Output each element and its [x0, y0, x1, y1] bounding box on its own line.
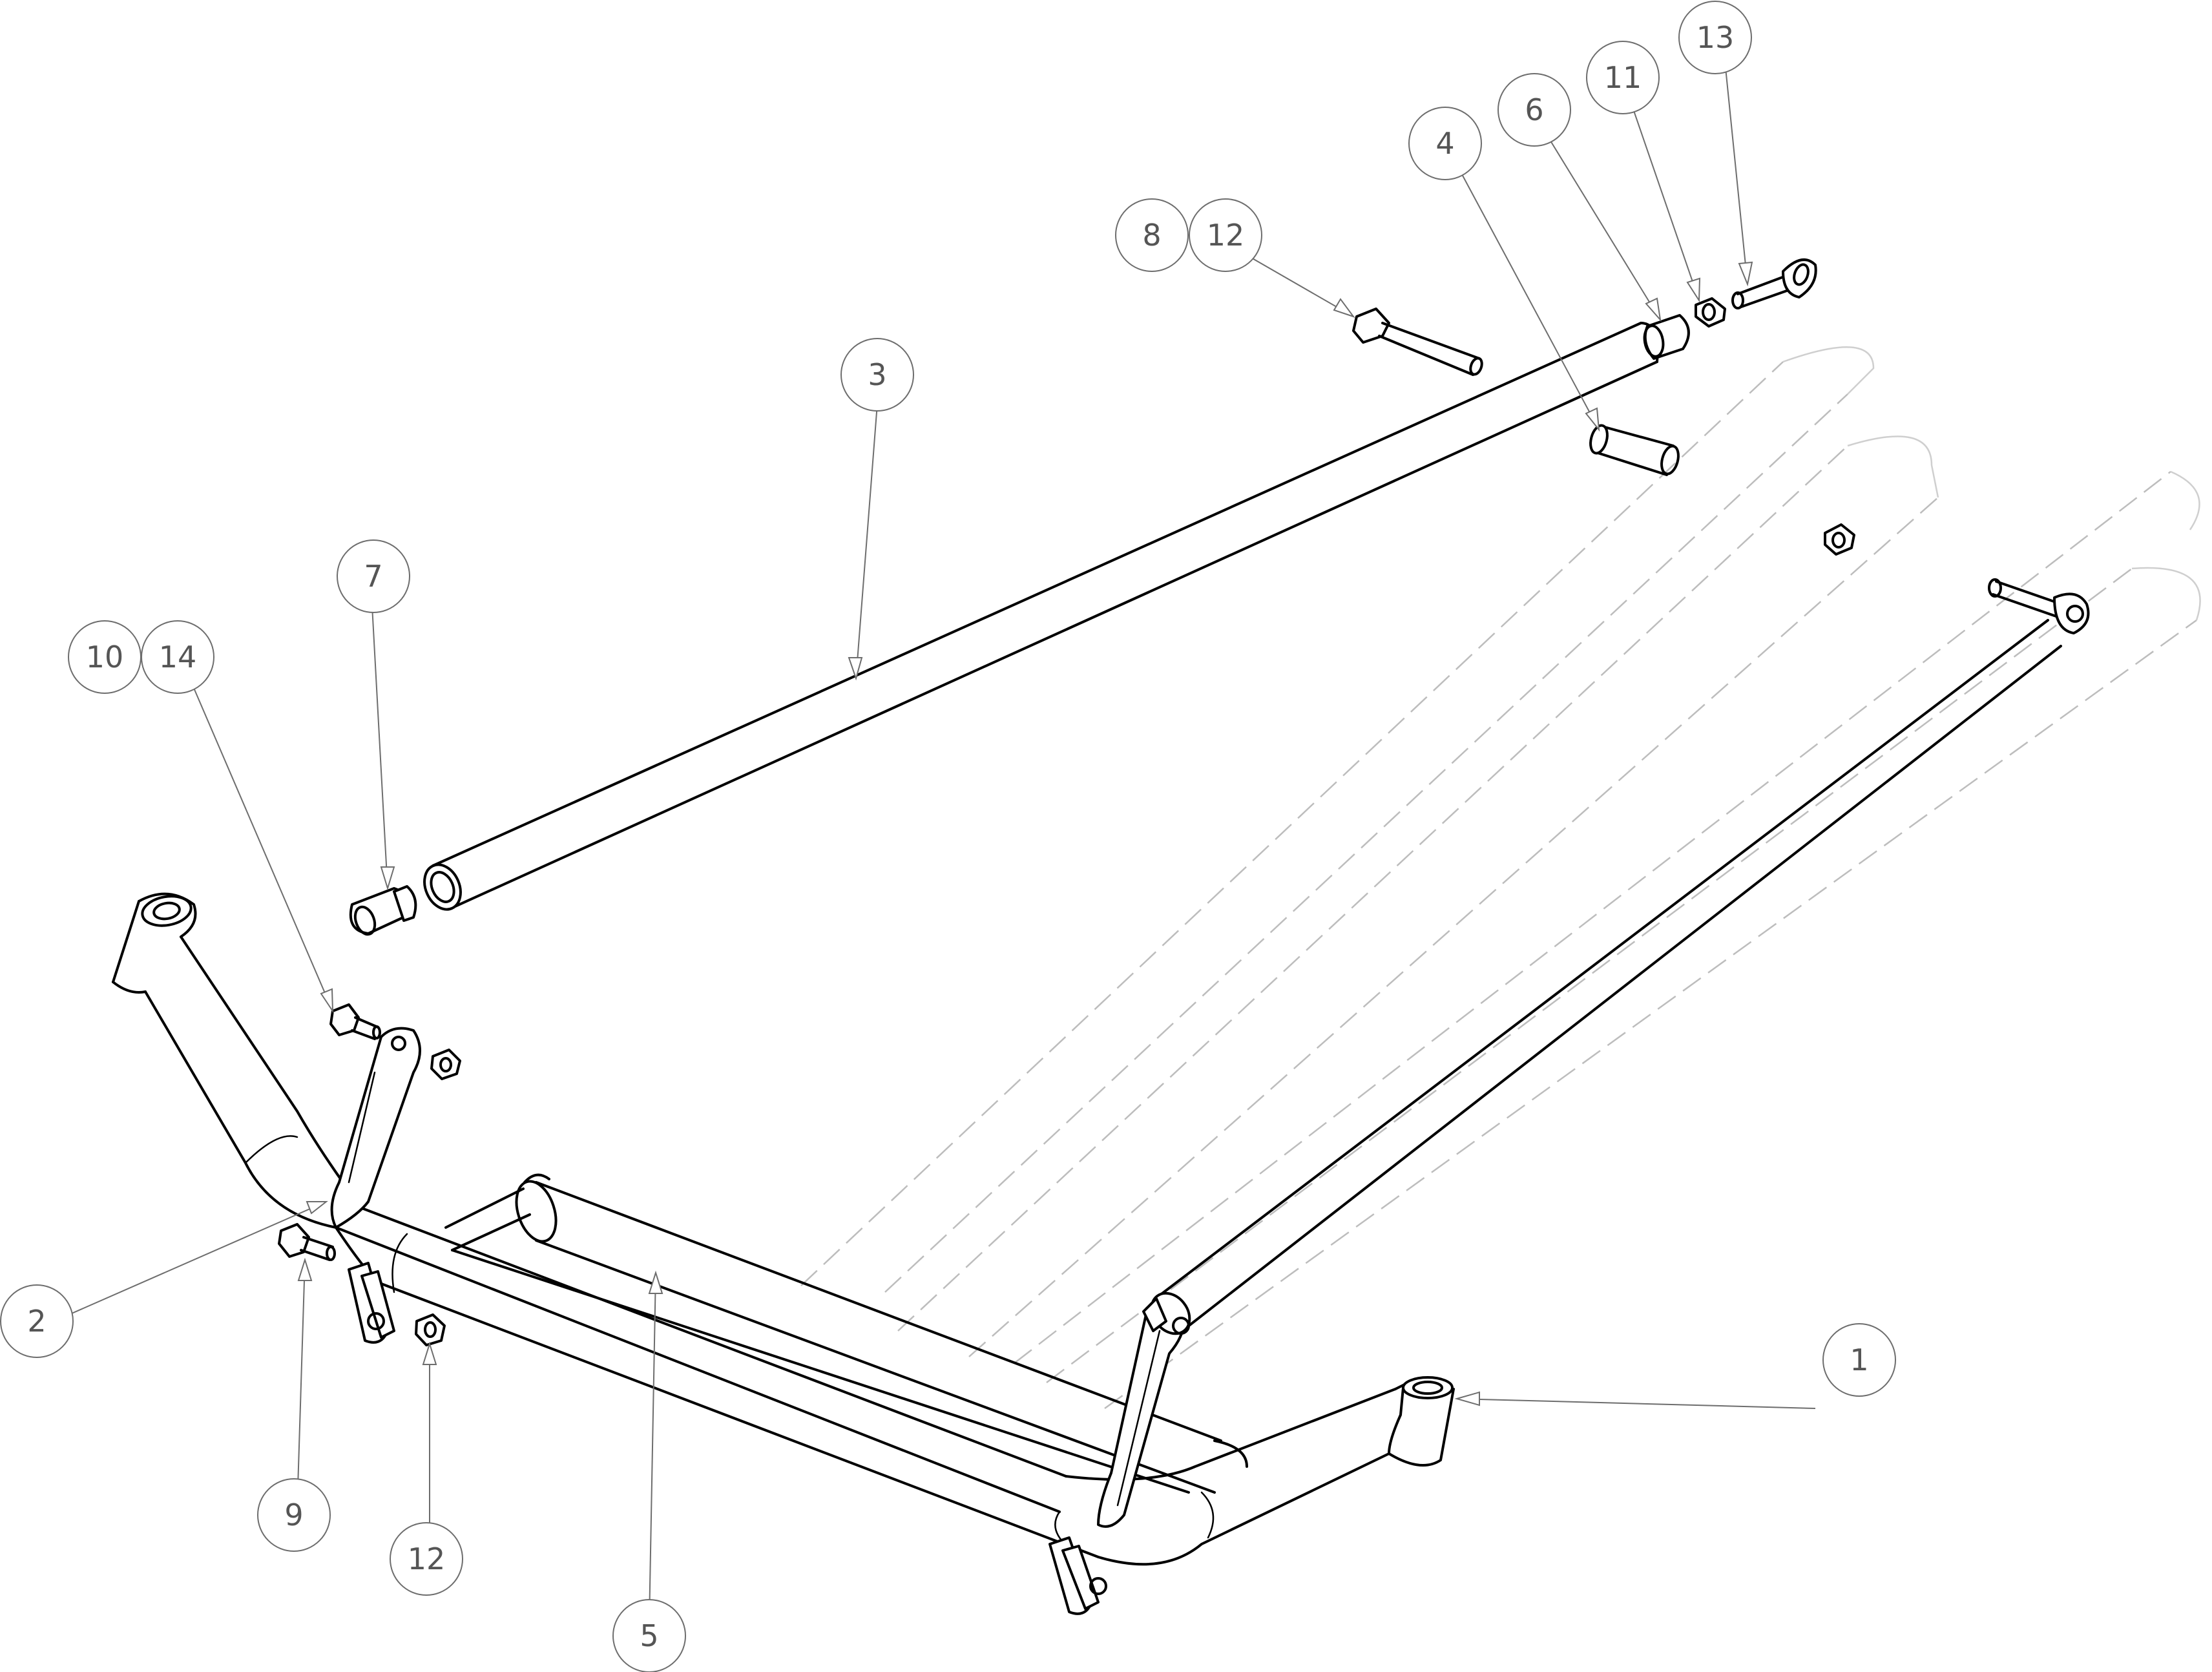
balloon-5: 5	[612, 1599, 686, 1672]
balloon-14-label: 14	[159, 640, 197, 674]
balloon-9-label: 9	[284, 1498, 303, 1532]
balloon-13: 13	[1678, 1, 1752, 74]
balloon-11-label: 11	[1604, 60, 1642, 95]
part-11-nut	[1695, 297, 1726, 328]
part-9-bolt	[278, 1223, 336, 1261]
balloon-8: 8	[1115, 198, 1189, 272]
part-5-cross-tube	[444, 1173, 1248, 1494]
balloon-7-label: 7	[364, 559, 382, 594]
balloon-8-label: 8	[1142, 218, 1161, 253]
part-4-spacer	[1589, 424, 1680, 476]
left-bracket-plate	[330, 1027, 421, 1229]
balloon-12-top-label: 12	[1207, 218, 1245, 253]
balloon-1: 1	[1822, 1323, 1896, 1397]
part-3-long-tube	[423, 322, 1659, 911]
balloon-9: 9	[257, 1478, 331, 1552]
balloon-6: 6	[1497, 73, 1571, 147]
loose-nut-upper	[1824, 523, 1855, 556]
leader-lines	[61, 61, 1816, 1622]
balloon-5-label: 5	[640, 1618, 658, 1653]
part-10-bolt	[329, 1003, 381, 1040]
balloon-12-bottom: 12	[390, 1522, 463, 1596]
balloon-6-label: 6	[1525, 92, 1543, 127]
balloon-12-top: 12	[1189, 198, 1262, 272]
installed-long-tube	[1142, 578, 2090, 1335]
part-7-clevis	[349, 885, 417, 936]
right-bracket-plate	[1097, 1304, 1185, 1528]
right-lower-clevis	[1049, 1536, 1107, 1615]
balloon-1-label: 1	[1850, 1343, 1868, 1377]
balloon-14: 14	[141, 620, 214, 694]
balloon-13-label: 13	[1696, 20, 1735, 55]
nut-left-upper	[430, 1049, 461, 1080]
balloon-10-label: 10	[86, 640, 124, 674]
balloon-4-label: 4	[1435, 126, 1454, 161]
balloon-3: 3	[840, 338, 914, 412]
left-lower-clevis	[348, 1262, 395, 1344]
part-13-rod-end	[1731, 258, 1817, 309]
part-6-bushing	[1643, 314, 1690, 360]
balloon-4: 4	[1408, 107, 1482, 180]
balloon-3-label: 3	[868, 357, 886, 392]
balloon-2: 2	[0, 1284, 74, 1358]
balloon-2-label: 2	[27, 1304, 46, 1339]
balloon-7: 7	[337, 539, 410, 613]
ghost-tubes	[800, 346, 2201, 1410]
part-8-bolt	[1352, 308, 1483, 376]
balloon-11: 11	[1586, 41, 1660, 114]
part-12-nut-lower	[415, 1313, 446, 1346]
balloon-10: 10	[68, 620, 141, 694]
balloon-12-bottom-label: 12	[408, 1541, 446, 1576]
